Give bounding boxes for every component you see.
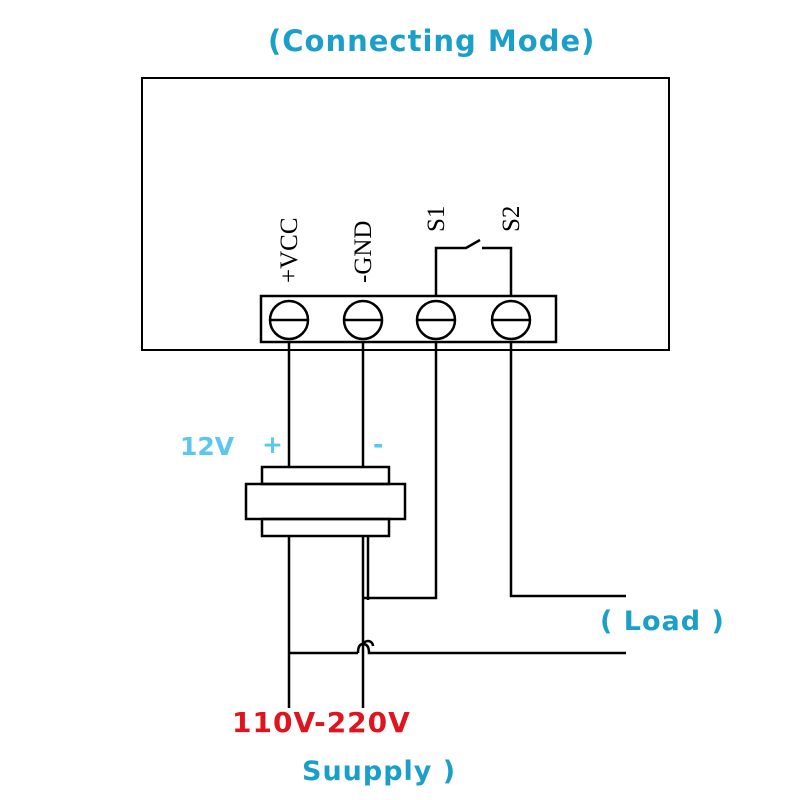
terminal-screw-s1 bbox=[415, 299, 457, 341]
wire-mains-neutral bbox=[361, 536, 375, 708]
diagram-title: (Connecting Mode) bbox=[268, 24, 596, 58]
terminal-screw-s2 bbox=[490, 299, 532, 341]
mains-voltage-label: 110V-220V bbox=[232, 706, 411, 739]
controller-module bbox=[141, 77, 670, 351]
relay-switch bbox=[434, 238, 513, 297]
wire-s2-load bbox=[509, 342, 626, 598]
wire-s1 bbox=[363, 342, 438, 600]
wire-crossover-hop bbox=[356, 642, 374, 655]
power-supply-module bbox=[244, 465, 407, 538]
terminal-screw-vcc bbox=[268, 299, 310, 341]
terminal-block bbox=[259, 294, 558, 344]
dc-voltage-label: 12V bbox=[180, 432, 235, 461]
terminal-label-s2: S2 bbox=[498, 205, 525, 232]
load-label: ( Load ) bbox=[600, 606, 725, 637]
terminal-label-vcc: +VCC bbox=[276, 217, 303, 283]
terminal-label-gnd: -GND bbox=[350, 220, 377, 284]
dc-plus-label: + bbox=[262, 430, 283, 459]
terminal-label-s1: S1 bbox=[423, 205, 450, 232]
terminal-screw-gnd bbox=[342, 299, 384, 341]
dc-minus-label: - bbox=[373, 430, 384, 459]
supply-label: Suupply ) bbox=[302, 756, 457, 787]
